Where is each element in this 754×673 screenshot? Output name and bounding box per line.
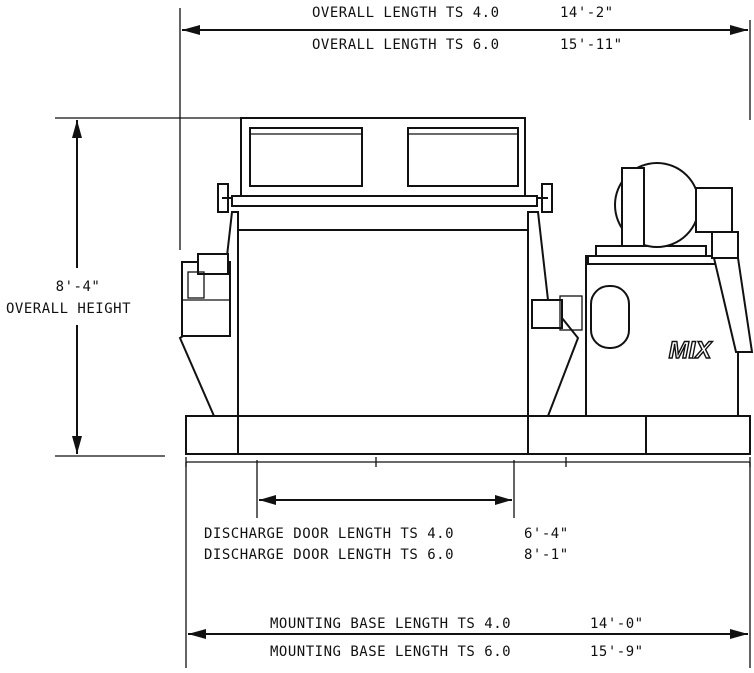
bearing-right-cap xyxy=(559,295,583,331)
motor-end-bell xyxy=(621,167,645,247)
mixer-machine xyxy=(178,117,754,455)
mounting-base-ts4-label: MOUNTING BASE LENGTH TS 4.0 xyxy=(270,616,512,632)
discharge-door-dimension xyxy=(256,460,515,518)
motor-terminal-box xyxy=(695,187,733,233)
motor-coupling xyxy=(711,231,739,259)
arrowhead-up-icon xyxy=(72,120,82,138)
overall-height-dimension xyxy=(55,117,242,457)
hopper-cover xyxy=(240,117,526,199)
mix-logo: MIX xyxy=(669,337,714,364)
arrowhead-right-icon xyxy=(730,629,748,639)
mounting-base-ts4-value: 14'-0" xyxy=(590,616,644,632)
mounting-base xyxy=(185,415,751,455)
base-reference-line xyxy=(185,457,751,467)
bearing-right xyxy=(531,299,563,329)
discharge-door-ts6-label: DISCHARGE DOOR LENGTH TS 6.0 xyxy=(204,547,455,563)
inspection-port xyxy=(590,285,630,349)
mounting-base-ts6-value: 15'-9" xyxy=(590,644,644,660)
trough-flange xyxy=(231,195,538,207)
overall-length-ts4-value: 14'-2" xyxy=(560,5,614,21)
arrowhead-down-icon xyxy=(72,436,82,454)
discharge-door-ts4-value: 6'-4" xyxy=(524,526,569,542)
gearbox-left-panel xyxy=(187,271,205,299)
hopper-window-right xyxy=(407,127,519,187)
arrowhead-right-icon xyxy=(495,495,512,505)
arrowhead-left-icon xyxy=(182,25,200,35)
arrowhead-left-icon xyxy=(188,629,206,639)
overall-length-dimension xyxy=(179,8,751,250)
discharge-door-ts6-value: 8'-1" xyxy=(524,547,569,563)
arrowhead-left-icon xyxy=(259,495,276,505)
arrowhead-right-icon xyxy=(730,25,748,35)
trough-body xyxy=(237,229,529,417)
overall-length-ts6-label: OVERALL LENGTH TS 6.0 xyxy=(312,37,500,53)
mounting-base-dimension xyxy=(185,462,751,668)
discharge-door-ts4-label: DISCHARGE DOOR LENGTH TS 4.0 xyxy=(204,526,455,542)
mounting-base-ts6-label: MOUNTING BASE LENGTH TS 6.0 xyxy=(270,644,512,660)
overall-length-ts6-value: 15'-11" xyxy=(560,37,623,53)
overall-height-value: 8'-4" xyxy=(55,279,101,295)
gearbox-left-top xyxy=(197,253,229,275)
hopper-window-left xyxy=(249,127,363,187)
overall-length-ts4-label: OVERALL LENGTH TS 4.0 xyxy=(312,5,500,21)
overall-height-label: OVERALL HEIGHT xyxy=(6,301,132,317)
